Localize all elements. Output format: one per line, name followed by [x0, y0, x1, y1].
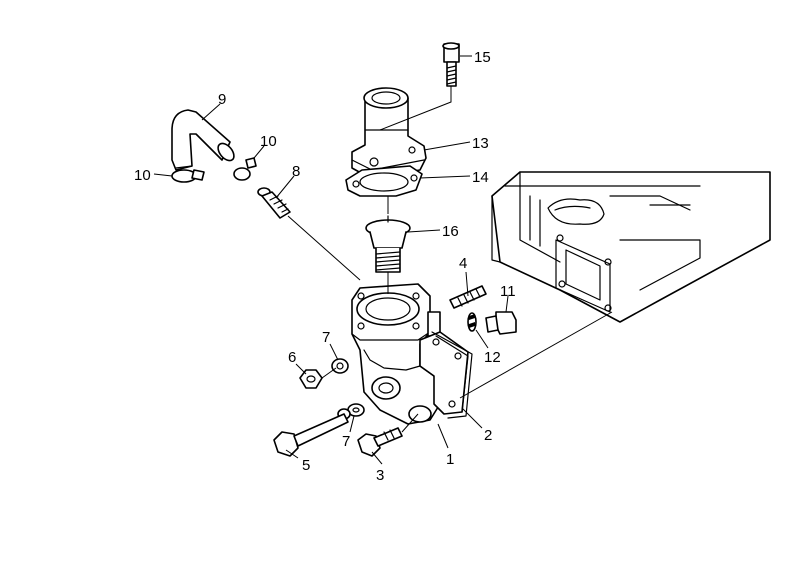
callout-8: 8	[292, 163, 300, 180]
callout-11: 11	[500, 283, 516, 300]
hose-clamp-left	[171, 169, 205, 183]
callout-13: 13	[472, 135, 489, 152]
callout-4: 4	[459, 255, 467, 272]
callout-5: 5	[302, 457, 310, 474]
outlet-gasket	[345, 165, 423, 197]
assembly-lines	[287, 86, 613, 433]
callout-7-lower: 7	[342, 433, 350, 450]
callout-10-right: 10	[260, 133, 277, 150]
callout-labels: 1 2 3 4 5 6 7 7 8 9 10 10 11 12 13 14 15…	[134, 49, 516, 484]
water-outlet-elbow	[351, 87, 427, 179]
cylinder-head	[491, 171, 771, 323]
bypass-hose	[171, 109, 235, 171]
drain-plug	[485, 311, 517, 335]
callout-10-left: 10	[134, 167, 151, 184]
callout-6: 6	[288, 349, 296, 366]
callout-2: 2	[484, 427, 492, 444]
callout-1: 1	[446, 451, 454, 468]
callout-14: 14	[472, 169, 489, 186]
callout-15: 15	[474, 49, 491, 66]
callout-7-upper: 7	[322, 329, 330, 346]
thermostat-housing	[351, 283, 469, 425]
callout-9: 9	[218, 91, 226, 108]
bolt-15	[442, 42, 460, 87]
long-bolt	[273, 413, 349, 457]
thermostat	[365, 215, 411, 273]
pipe-fitting	[257, 187, 291, 219]
callout-16: 16	[442, 223, 459, 240]
short-bolt	[357, 427, 403, 457]
callout-3: 3	[376, 467, 384, 484]
callout-12: 12	[484, 349, 501, 366]
gasket	[431, 331, 473, 419]
stud-bolt	[449, 285, 487, 309]
washer-upper	[331, 358, 349, 374]
callout-leaders	[153, 55, 509, 465]
hose-clamp-right	[233, 157, 257, 181]
hex-nut	[299, 369, 323, 389]
sealing-washer	[467, 312, 477, 332]
